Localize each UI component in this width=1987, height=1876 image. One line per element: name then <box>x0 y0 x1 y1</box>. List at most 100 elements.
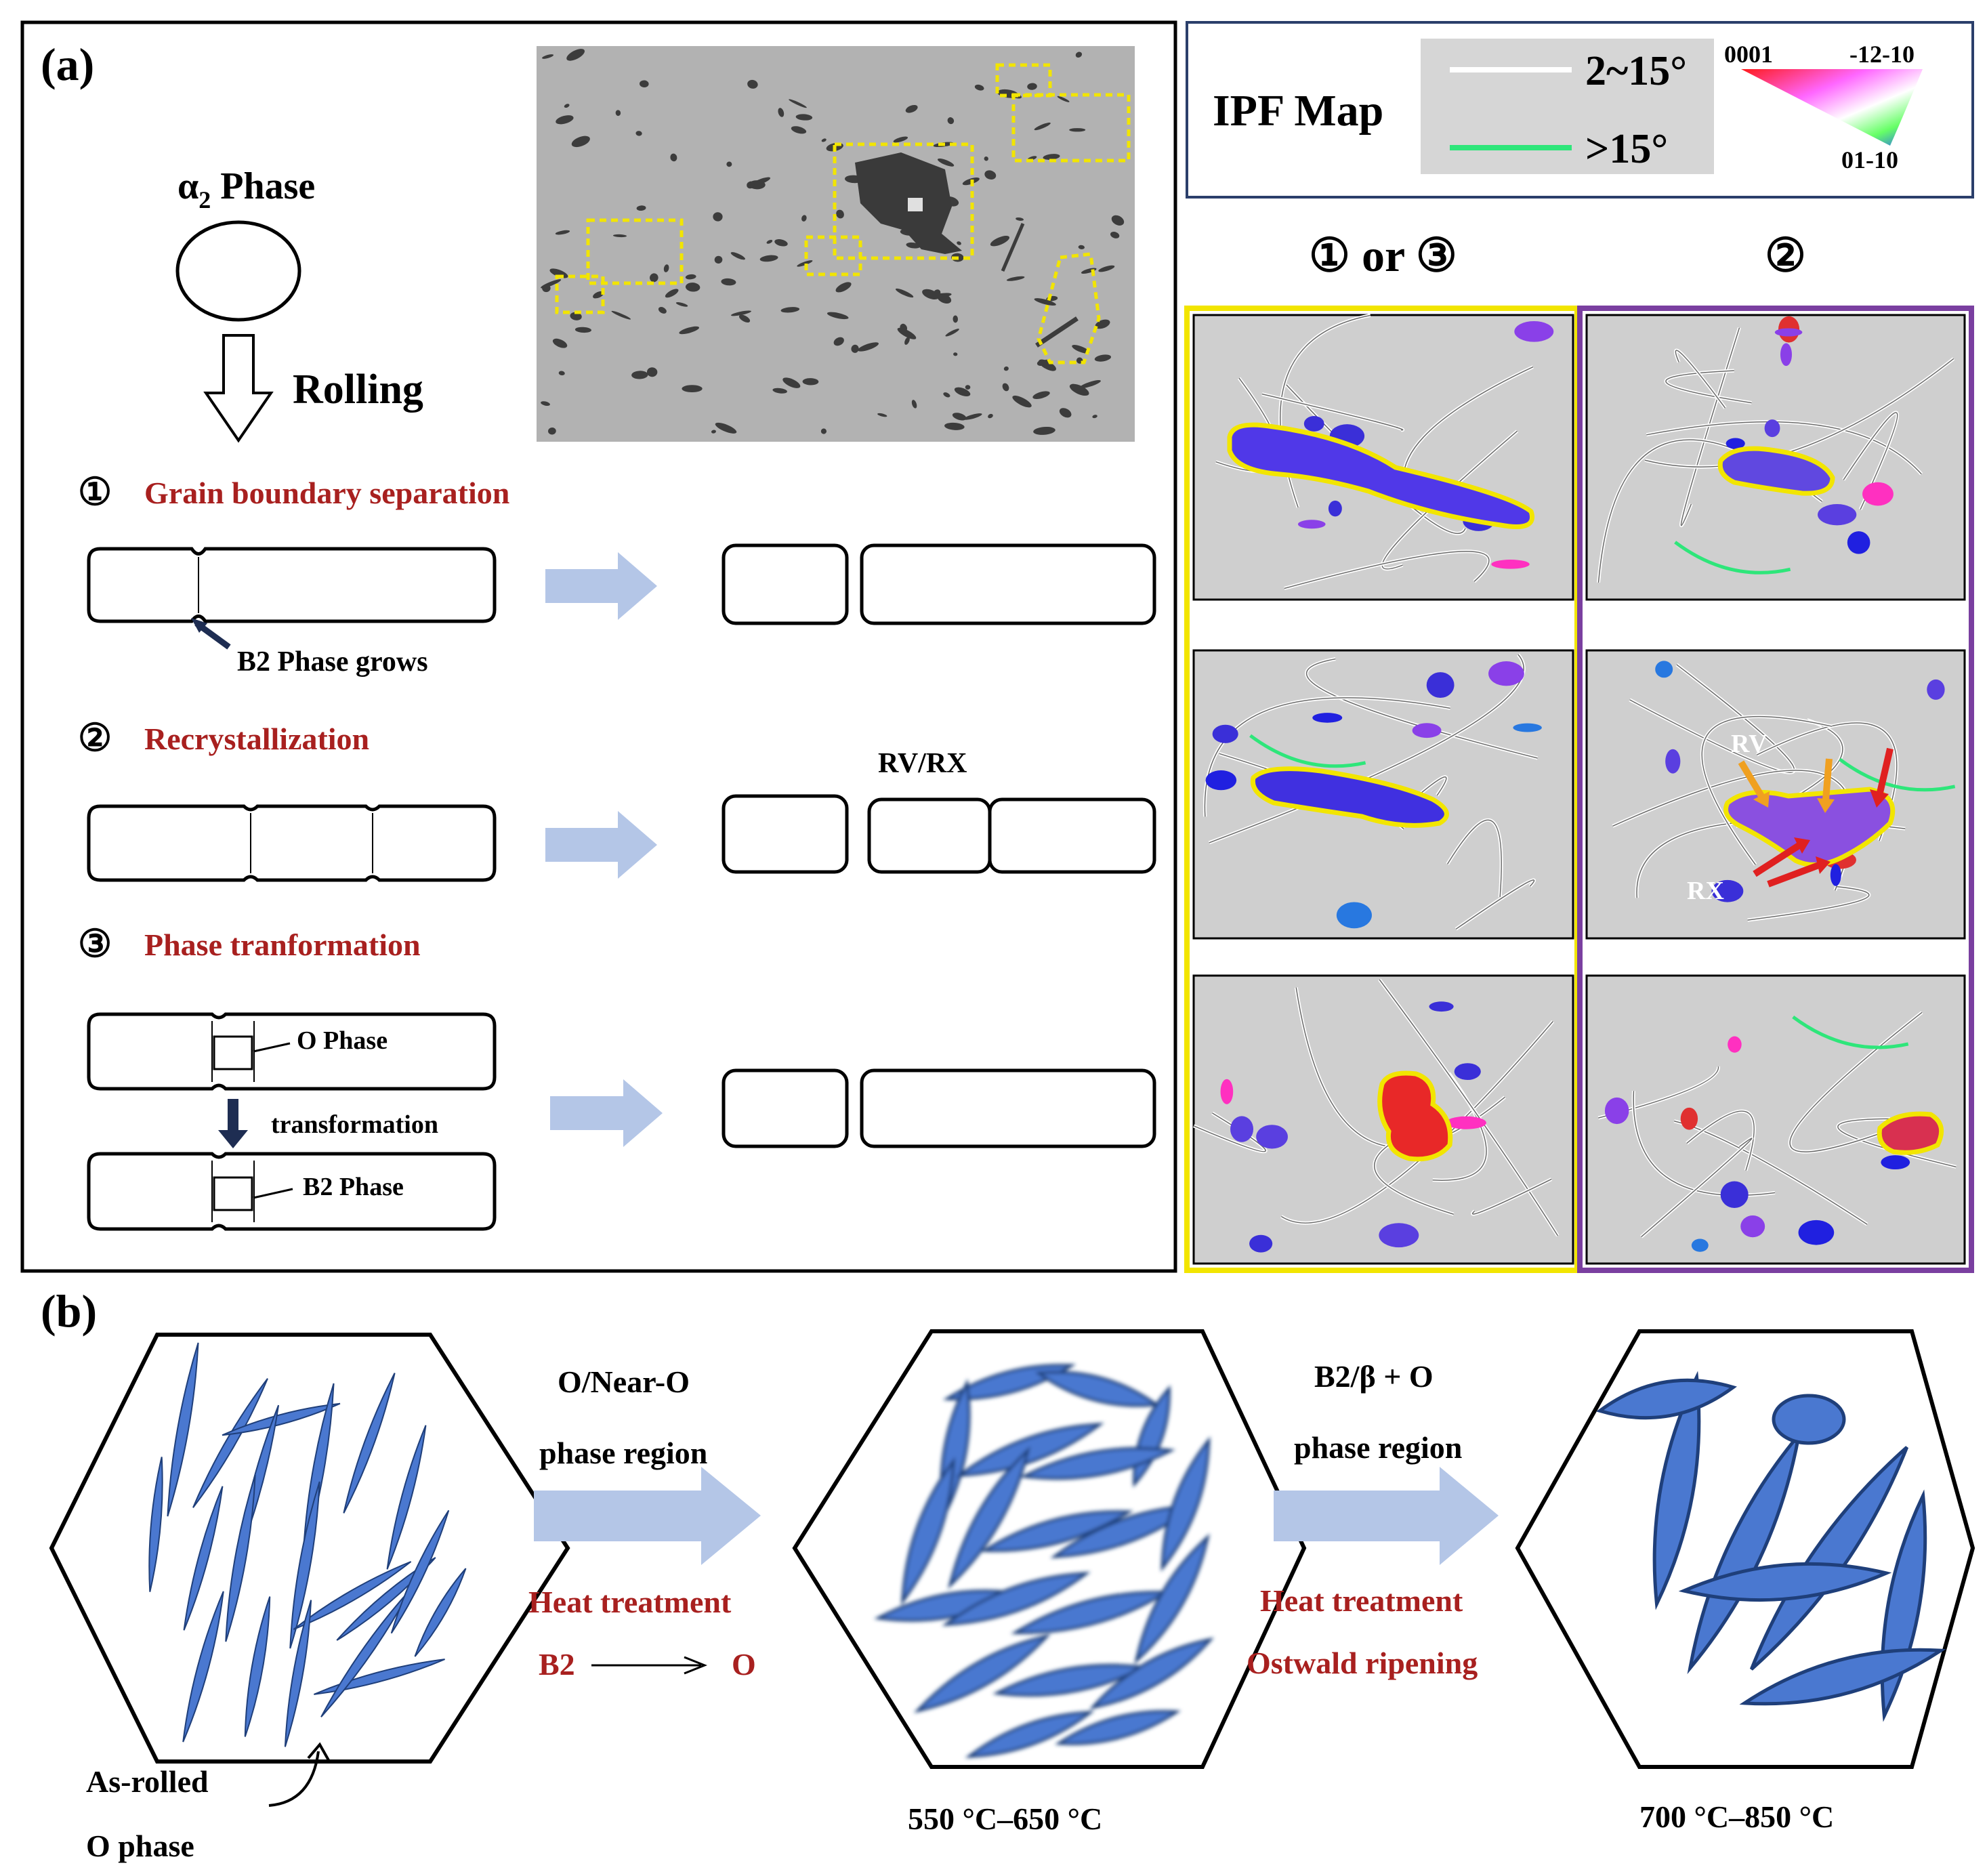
ipf-corner-12-10: -12-10 <box>1849 41 1915 68</box>
micrograph-particle <box>555 230 570 235</box>
step1-grain-before <box>87 547 497 623</box>
step2-title: Recrystallization <box>144 722 369 756</box>
micrograph-particle <box>953 315 959 323</box>
micrograph-particle <box>541 401 550 407</box>
oriented-grain <box>1513 723 1542 732</box>
micrograph-particle <box>954 387 971 397</box>
micrograph-particle <box>747 79 758 89</box>
o-phase-lath <box>955 1423 1104 1477</box>
o-phase-lath <box>1019 1446 1176 1480</box>
step2-annotation: RV/RX <box>878 748 967 779</box>
step2-grain-after-2 <box>867 797 992 874</box>
micrograph-particle <box>1072 345 1089 354</box>
o-phase-lath <box>289 1481 320 1649</box>
micrograph-particle <box>1092 415 1097 419</box>
as-rolled-label-2: O phase <box>86 1829 194 1863</box>
o-phase-lath <box>284 1600 312 1747</box>
micrograph-particle <box>682 385 703 393</box>
b2-to-o-arrow-head <box>684 1656 708 1675</box>
micrograph-particle <box>541 279 562 289</box>
micrograph-particle <box>639 80 649 87</box>
step1-grain-after-left <box>721 543 849 625</box>
micrograph-particle <box>612 234 627 238</box>
micrograph-particle <box>721 278 736 286</box>
micrograph-particle <box>1016 217 1024 221</box>
micrograph-particle <box>988 413 993 419</box>
o-phase-lath <box>1678 1562 1892 1602</box>
o-phase-lath <box>167 1342 199 1517</box>
micrograph-particle <box>774 239 788 247</box>
oriented-grain <box>1491 560 1530 569</box>
oriented-grain <box>1780 343 1793 367</box>
micrograph-particle <box>1069 383 1089 396</box>
micrograph-particle <box>1027 83 1037 90</box>
oriented-grain <box>1312 713 1343 723</box>
o-phase-lath <box>244 1596 271 1737</box>
particle-inclusion <box>908 198 923 211</box>
oriented-grain <box>1446 1116 1486 1129</box>
oriented-grain <box>1798 1220 1835 1245</box>
micrograph-particle <box>747 181 755 189</box>
micrograph-particle <box>766 239 773 244</box>
micrograph-particle <box>953 352 958 356</box>
micrograph-particle <box>646 367 658 377</box>
step1-title: Grain boundary separation <box>144 476 509 510</box>
micrograph-particle <box>1057 96 1070 102</box>
laths-550-650 <box>874 1364 1214 1758</box>
o-phase-lath <box>182 1591 224 1743</box>
arrow2-ostwald-ripening: Ostwald ripening <box>1247 1646 1478 1680</box>
o-phase-lath <box>183 1486 224 1631</box>
micrograph-particle <box>944 422 965 430</box>
panel-b-label: (b) <box>41 1285 97 1337</box>
oriented-grain <box>1336 902 1372 929</box>
micrograph-particle <box>636 205 646 211</box>
micrograph-particle <box>900 323 908 333</box>
micrograph-particle <box>1034 122 1051 131</box>
grain-boundary-edge <box>1789 1012 1923 1152</box>
oriented-grain <box>1764 419 1780 438</box>
micrograph-particle <box>726 161 732 167</box>
micrograph-particle <box>789 99 807 108</box>
grain-boundary-edge <box>1747 886 1870 921</box>
arrow1 <box>534 1467 761 1565</box>
high-angle-boundary <box>1674 541 1791 575</box>
micrograph-particle <box>943 392 950 398</box>
grain-boundary-edge <box>1680 327 1740 526</box>
micrograph-particle <box>564 104 570 108</box>
micrograph-particle <box>715 422 737 434</box>
micrograph-particle <box>558 371 565 376</box>
arrow2 <box>1274 1467 1499 1565</box>
grain-boundary-edge <box>1446 819 1502 898</box>
oriented-grain <box>1426 672 1455 699</box>
step1-grain-after-right <box>860 543 1156 625</box>
micrograph-particle <box>731 310 751 316</box>
step2-number: ② <box>78 717 112 759</box>
oriented-grain <box>1711 879 1744 902</box>
grain-boundary-edge <box>1701 715 1833 865</box>
micrograph-particle <box>670 153 677 162</box>
micrograph-particle <box>675 301 688 307</box>
as-rolled-pointer-head <box>307 1742 330 1761</box>
step1-annotation: B2 Phase grows <box>237 646 428 678</box>
oriented-grain <box>1728 1036 1742 1053</box>
micrograph-particle <box>911 400 917 409</box>
temperature-range-1: 550 °C–650 °C <box>908 1801 1102 1836</box>
micrograph-particle <box>1002 383 1009 392</box>
micrograph-particle <box>963 413 982 420</box>
oriented-grain <box>1514 320 1554 342</box>
o-phase-lath <box>336 1557 436 1641</box>
o-phase-lath <box>1134 1533 1210 1665</box>
o-phase-globule <box>1772 1394 1846 1445</box>
micrograph-particle <box>635 131 642 136</box>
arrow2-top-line2: phase region <box>1294 1430 1462 1465</box>
rv-rx-arrows <box>1738 747 1894 888</box>
grain-boundary-edge <box>1305 658 1538 759</box>
micrograph-particle <box>827 312 849 320</box>
oriented-grain <box>1488 661 1524 686</box>
micrograph-particle <box>571 136 590 148</box>
grain-boundary-edge <box>1261 393 1404 431</box>
grain-boundary-edge <box>1843 412 1898 510</box>
oriented-grain <box>1725 438 1745 449</box>
